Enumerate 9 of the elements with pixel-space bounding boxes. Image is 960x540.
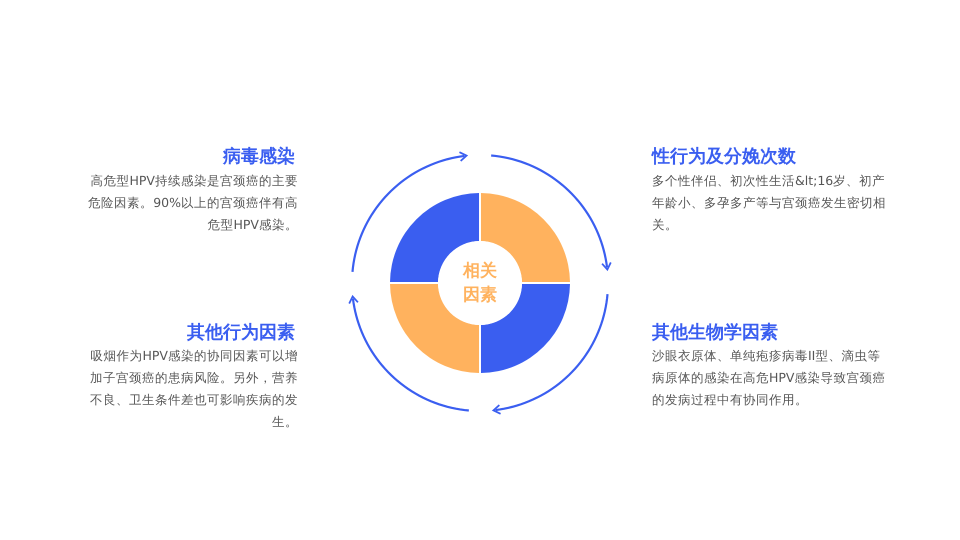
- factor-description: 沙眼衣原体、单纯疱疹病毒II型、滴虫等病原体的感染在高危HPV感染导致宫颈癌的发病过程中有协同作用。: [652, 347, 886, 409]
- factor-description: 吸烟作为HPV感染的协同因素可以增加子宫颈癌的患病风险。另外，营养不良、卫生条件差也可影响疾病的发生。: [89, 347, 298, 431]
- factor-heading: 其他生物学因素: [652, 321, 779, 345]
- factor-heading: 性行为及分娩次数: [652, 145, 797, 169]
- factor-heading: 病毒感染: [222, 145, 295, 169]
- center-label: 相关因素: [462, 260, 498, 307]
- factor-description: 多个性伴侣、初次性生活&lt;16岁、初产年龄小、多孕多产等与宫颈癌发生密切相关。: [652, 172, 887, 234]
- factor-description: 高危型HPV持续感染是宫颈癌的主要危险因素。90%以上的宫颈癌伴有高危型HPV感染。: [87, 172, 298, 234]
- factor-heading: 其他行为因素: [186, 321, 295, 345]
